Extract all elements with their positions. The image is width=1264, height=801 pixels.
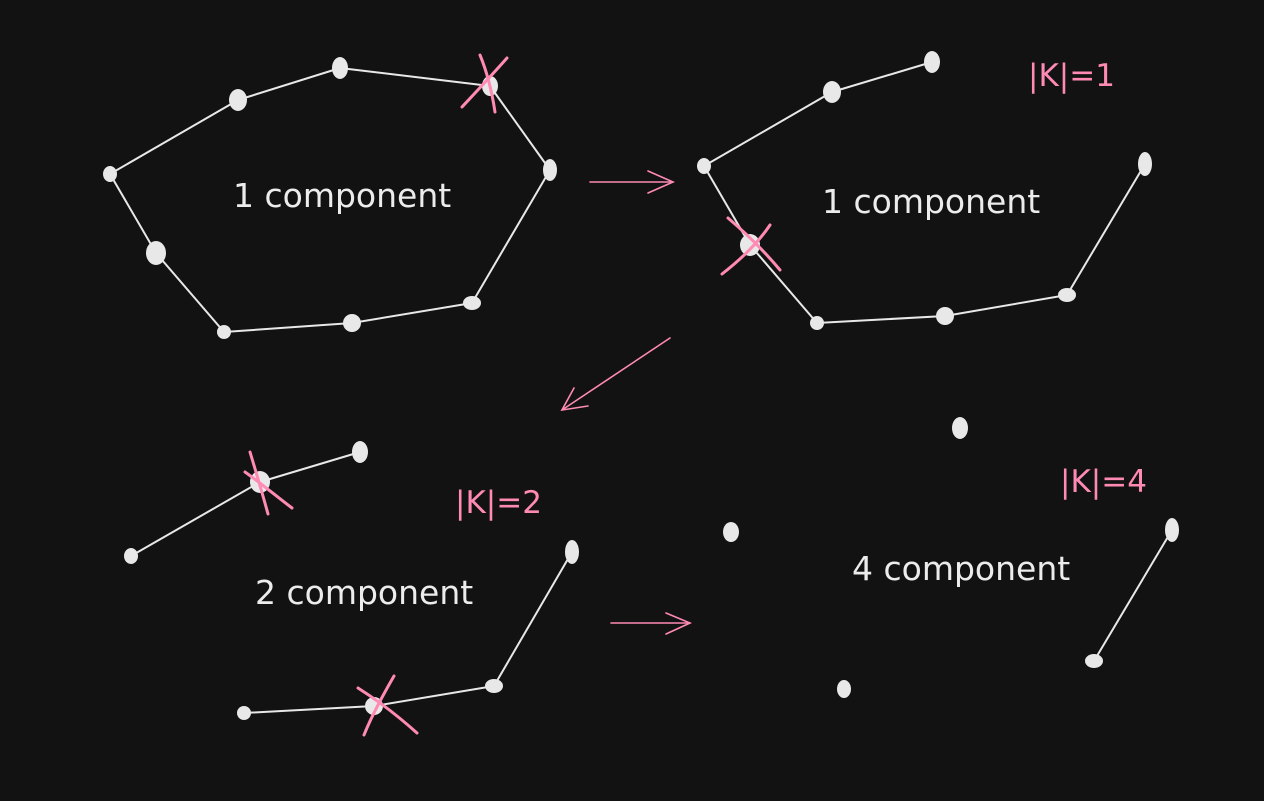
edge — [749, 244, 818, 324]
panel-1: 1 component — [103, 53, 557, 339]
node — [936, 307, 954, 325]
panel-3: 2 component |K|=2 — [124, 441, 579, 737]
node — [810, 316, 824, 330]
node — [1165, 518, 1179, 542]
panel-4-cut-size: |K|=4 — [1060, 464, 1147, 500]
node — [332, 57, 348, 79]
panel-3-label: 2 component — [255, 573, 473, 612]
panel-2-cut-size: |K|=1 — [1028, 58, 1115, 94]
node — [837, 680, 851, 698]
removed-node-cross — [460, 53, 509, 114]
panel-3-cut-size: |K|=2 — [455, 485, 542, 521]
edge — [351, 302, 473, 324]
edge — [155, 252, 225, 333]
node — [924, 51, 940, 73]
edge — [831, 61, 933, 93]
arrow-right-1 — [589, 170, 675, 194]
edge — [944, 294, 1068, 317]
removed-node-cross — [243, 450, 419, 737]
edge — [489, 85, 551, 171]
edge — [493, 551, 573, 687]
edge — [223, 322, 353, 333]
node — [485, 679, 503, 693]
node — [103, 166, 117, 182]
edge — [471, 169, 551, 304]
edge — [109, 99, 239, 175]
node — [1085, 654, 1103, 668]
node — [352, 441, 368, 463]
node — [823, 81, 841, 103]
edge — [339, 67, 491, 87]
node — [1058, 288, 1076, 302]
node — [217, 325, 231, 339]
panel-2: 1 component |K|=1 — [697, 51, 1152, 330]
node — [146, 241, 166, 265]
panel-2-label: 1 component — [822, 182, 1040, 221]
node — [543, 159, 557, 181]
node — [740, 234, 760, 256]
node — [565, 540, 579, 564]
node — [1138, 152, 1152, 176]
node — [229, 89, 247, 111]
panel-4: 4 component |K|=4 — [723, 417, 1179, 698]
removed-node-cross — [720, 216, 782, 276]
edge — [130, 481, 261, 557]
node — [343, 314, 361, 332]
edge — [816, 315, 946, 324]
edge — [1066, 163, 1146, 296]
edge — [259, 451, 361, 483]
node — [124, 548, 138, 564]
node — [723, 522, 739, 542]
arrow-diagonal — [560, 337, 671, 412]
panel-1-label: 1 component — [233, 176, 451, 215]
edge — [1093, 529, 1173, 662]
node — [237, 706, 251, 720]
edge — [109, 173, 157, 254]
panel-4-label: 4 component — [852, 549, 1070, 588]
arrow-right-2 — [610, 612, 692, 635]
edge — [373, 685, 495, 707]
node — [952, 417, 968, 439]
node — [697, 158, 711, 174]
edge — [243, 705, 375, 714]
node — [463, 296, 481, 310]
edge — [703, 91, 833, 167]
edge — [237, 67, 341, 101]
